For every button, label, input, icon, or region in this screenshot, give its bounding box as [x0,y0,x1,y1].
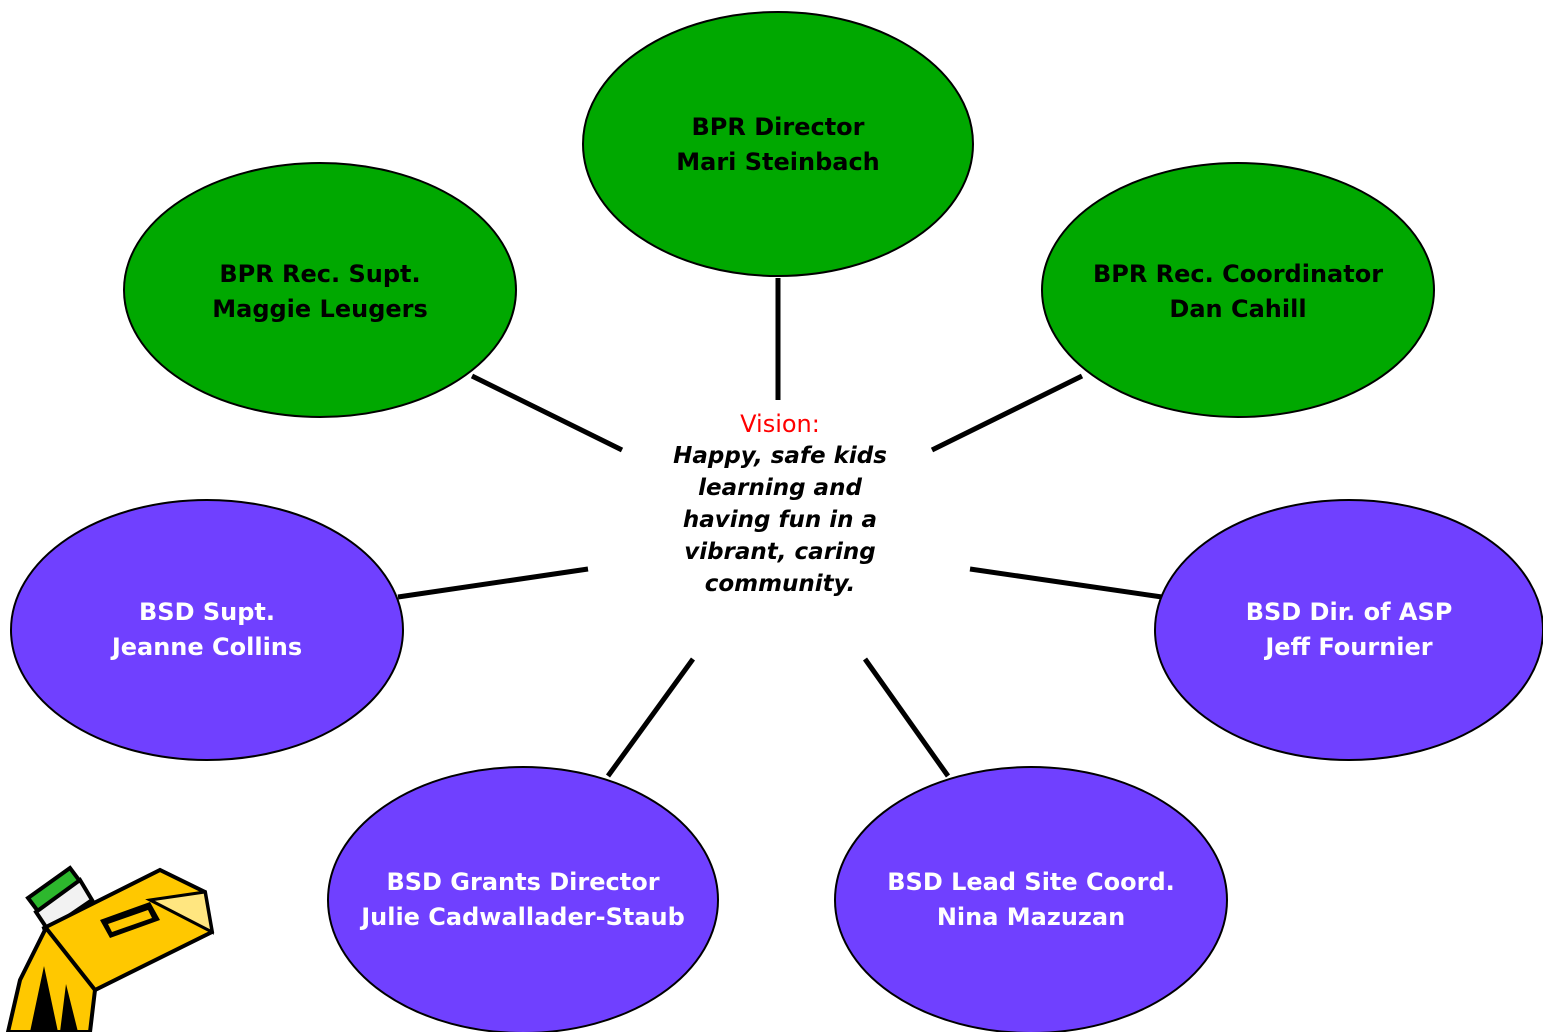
node-bpr-director [582,11,974,277]
vision-label: Vision: [740,410,820,438]
node-bpr-rec-coordinator [1041,162,1435,418]
node-person: Jeanne Collins [111,633,303,661]
connector-bpr-rec-supt [470,373,624,453]
connector-bsd-grants-director [605,657,696,778]
connector-bsd-lead-site-coord [862,657,951,778]
node-person: Julie Cadwallader-Staub [361,903,685,931]
node-label-bsd-supt: BSD Supt. Jeanne Collins [57,595,357,665]
node-person: Dan Cahill [1169,295,1307,323]
node-bsd-grants-director [327,766,719,1032]
node-title: BSD Supt. [139,598,275,626]
node-title: BPR Director [691,113,865,141]
connector-bsd-dir-asp [969,566,1163,600]
pencil-icon [5,865,215,1032]
node-label-bsd-dir-asp: BSD Dir. of ASP Jeff Fournier [1189,595,1509,665]
node-label-bsd-grants-director: BSD Grants Director Julie Cadwallader-St… [323,865,723,935]
node-title: BSD Lead Site Coord. [887,868,1175,896]
node-label-bpr-rec-supt: BPR Rec. Supt. Maggie Leugers [170,257,470,327]
node-person: Maggie Leugers [212,295,428,323]
vision-line: learning and [698,475,862,501]
vision-line: vibrant, caring [684,539,876,565]
node-person: Mari Steinbach [676,148,880,176]
node-bsd-dir-asp [1154,499,1543,761]
node-bpr-rec-supt [123,162,517,418]
node-bsd-lead-site-coord [834,766,1228,1032]
node-person: Nina Mazuzan [936,903,1126,931]
node-title: BPR Rec. Coordinator [1092,260,1384,288]
vision-line: Happy, safe kids [673,443,887,469]
vision-line: having fun in a [682,507,878,533]
node-title: BPR Rec. Supt. [219,260,421,288]
vision-line: community. [704,571,856,597]
vision-statement: Vision: Happy, safe kids learning and ha… [600,408,960,600]
node-label-bpr-rec-coordinator: BPR Rec. Coordinator Dan Cahill [1058,257,1418,327]
node-label-bpr-director: BPR Director Mari Steinbach [628,110,928,180]
connector-bpr-rec-coordinator [930,373,1084,453]
node-person: Jeff Fournier [1265,633,1433,661]
node-title: BSD Grants Director [386,868,660,896]
node-bsd-supt [10,499,404,761]
node-label-bsd-lead-site-coord: BSD Lead Site Coord. Nina Mazuzan [851,865,1211,935]
node-title: BSD Dir. of ASP [1245,598,1453,626]
connector-bsd-supt [397,566,589,600]
